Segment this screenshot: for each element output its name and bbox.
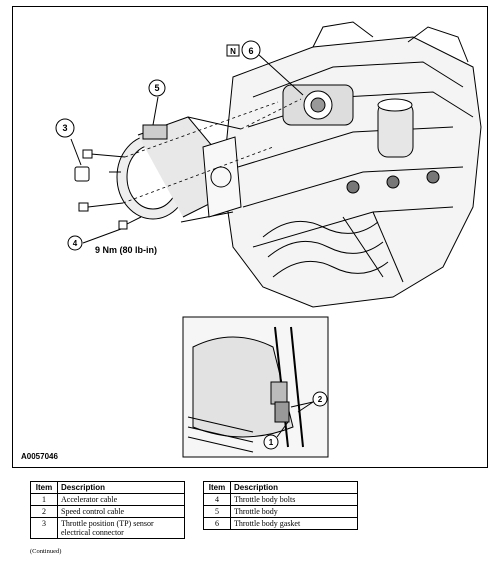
inset-detail <box>182 316 329 458</box>
service-illustration: 5 3 4 N 6 1 2 9 Nm (80 lb-in) A00570 <box>12 6 488 468</box>
continued-note: (Continued) <box>30 548 62 555</box>
callout-4 <box>67 228 122 251</box>
callout-2 <box>297 391 328 413</box>
callout-1 <box>263 421 289 450</box>
column-header-description: Description <box>230 481 358 494</box>
legend-table-left: Item Description 1 Accelerator cable 2 S… <box>30 481 185 539</box>
item-number: 5 <box>203 505 231 518</box>
column-header-item: Item <box>203 481 231 494</box>
table-row: 3 Throttle position (TP) sensor electric… <box>30 517 185 539</box>
throttle-body-gasket <box>202 136 242 218</box>
table-row: 2 Speed control cable <box>30 505 185 518</box>
engine-assembly <box>222 21 482 308</box>
callout-3 <box>55 118 82 166</box>
throttle-body-bolts <box>74 149 142 230</box>
table-row: 5 Throttle body <box>203 505 358 518</box>
item-description: Speed control cable <box>57 505 185 518</box>
item-description: Throttle body gasket <box>230 517 358 530</box>
figure-id: A0057046 <box>21 452 58 461</box>
item-description: Throttle body bolts <box>230 493 358 506</box>
item-description: Accelerator cable <box>57 493 185 506</box>
callout-6-label: 6 <box>248 46 253 56</box>
callout-6 <box>226 40 304 96</box>
table-row: 4 Throttle body bolts <box>203 493 358 506</box>
item-number: 3 <box>30 517 58 539</box>
alignment-lines <box>122 98 302 204</box>
callout-5-label: 5 <box>154 83 159 93</box>
torque-spec: 9 Nm (80 lb-in) <box>95 245 158 255</box>
note-symbol: N <box>230 47 236 56</box>
throttle-body <box>116 116 242 223</box>
callout-5 <box>148 79 166 126</box>
item-number: 2 <box>30 505 58 518</box>
table-row: 1 Accelerator cable <box>30 493 185 506</box>
item-number: 6 <box>203 517 231 530</box>
callout-3-label: 3 <box>62 123 67 133</box>
column-header-item: Item <box>30 481 58 494</box>
callout-4-label: 4 <box>73 239 78 248</box>
legend-table-right: Item Description 4 Throttle body bolts 5… <box>203 481 358 530</box>
item-description: Throttle body <box>230 505 358 518</box>
table-row: 6 Throttle body gasket <box>203 517 358 530</box>
throttle-body-exploded-view: 5 3 4 N 6 1 2 <box>55 21 482 458</box>
item-description: Throttle position (TP) sensor electrical… <box>57 517 185 539</box>
callout-1-label: 1 <box>269 438 274 447</box>
callout-2-label: 2 <box>318 395 323 404</box>
item-number: 4 <box>203 493 231 506</box>
item-number: 1 <box>30 493 58 506</box>
column-header-description: Description <box>57 481 185 494</box>
